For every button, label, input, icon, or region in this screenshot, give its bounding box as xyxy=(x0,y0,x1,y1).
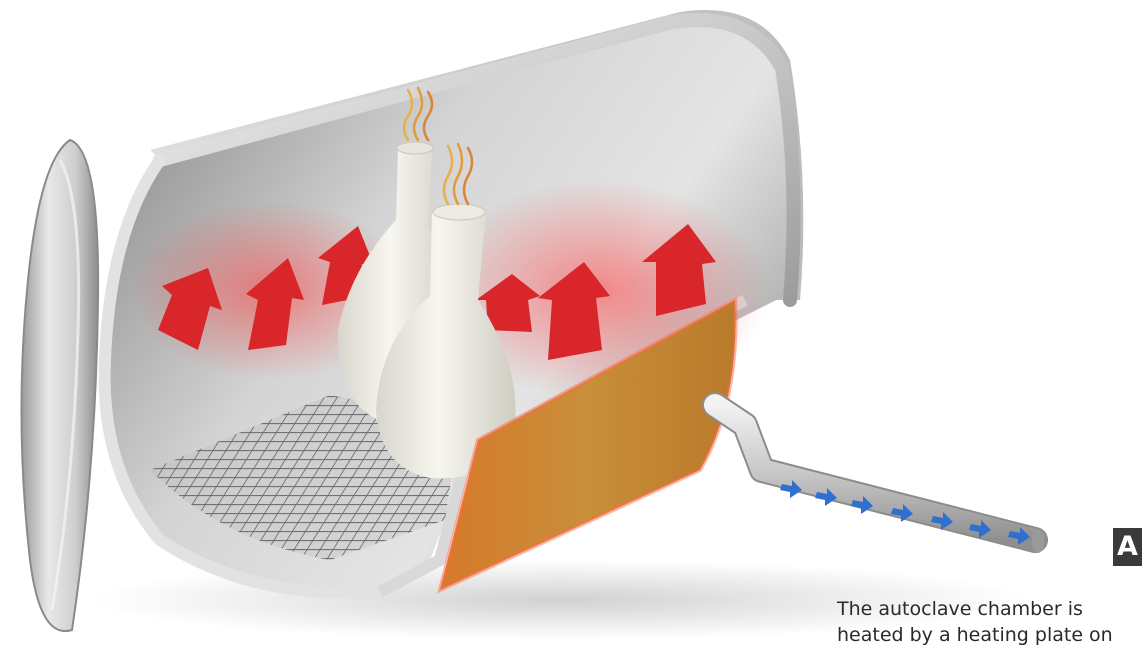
caption-line: heated by a heating plate on xyxy=(837,622,1142,646)
outlet-pipe xyxy=(715,405,1044,553)
chamber-door xyxy=(21,140,98,631)
flask-back-mouth xyxy=(397,142,433,154)
panel-label-badge: A xyxy=(1113,528,1142,566)
caption-line: The autoclave chamber is xyxy=(837,596,1142,622)
figure-caption: The autoclave chamber is heated by a hea… xyxy=(837,596,1142,646)
flask-front-mouth xyxy=(433,204,485,220)
